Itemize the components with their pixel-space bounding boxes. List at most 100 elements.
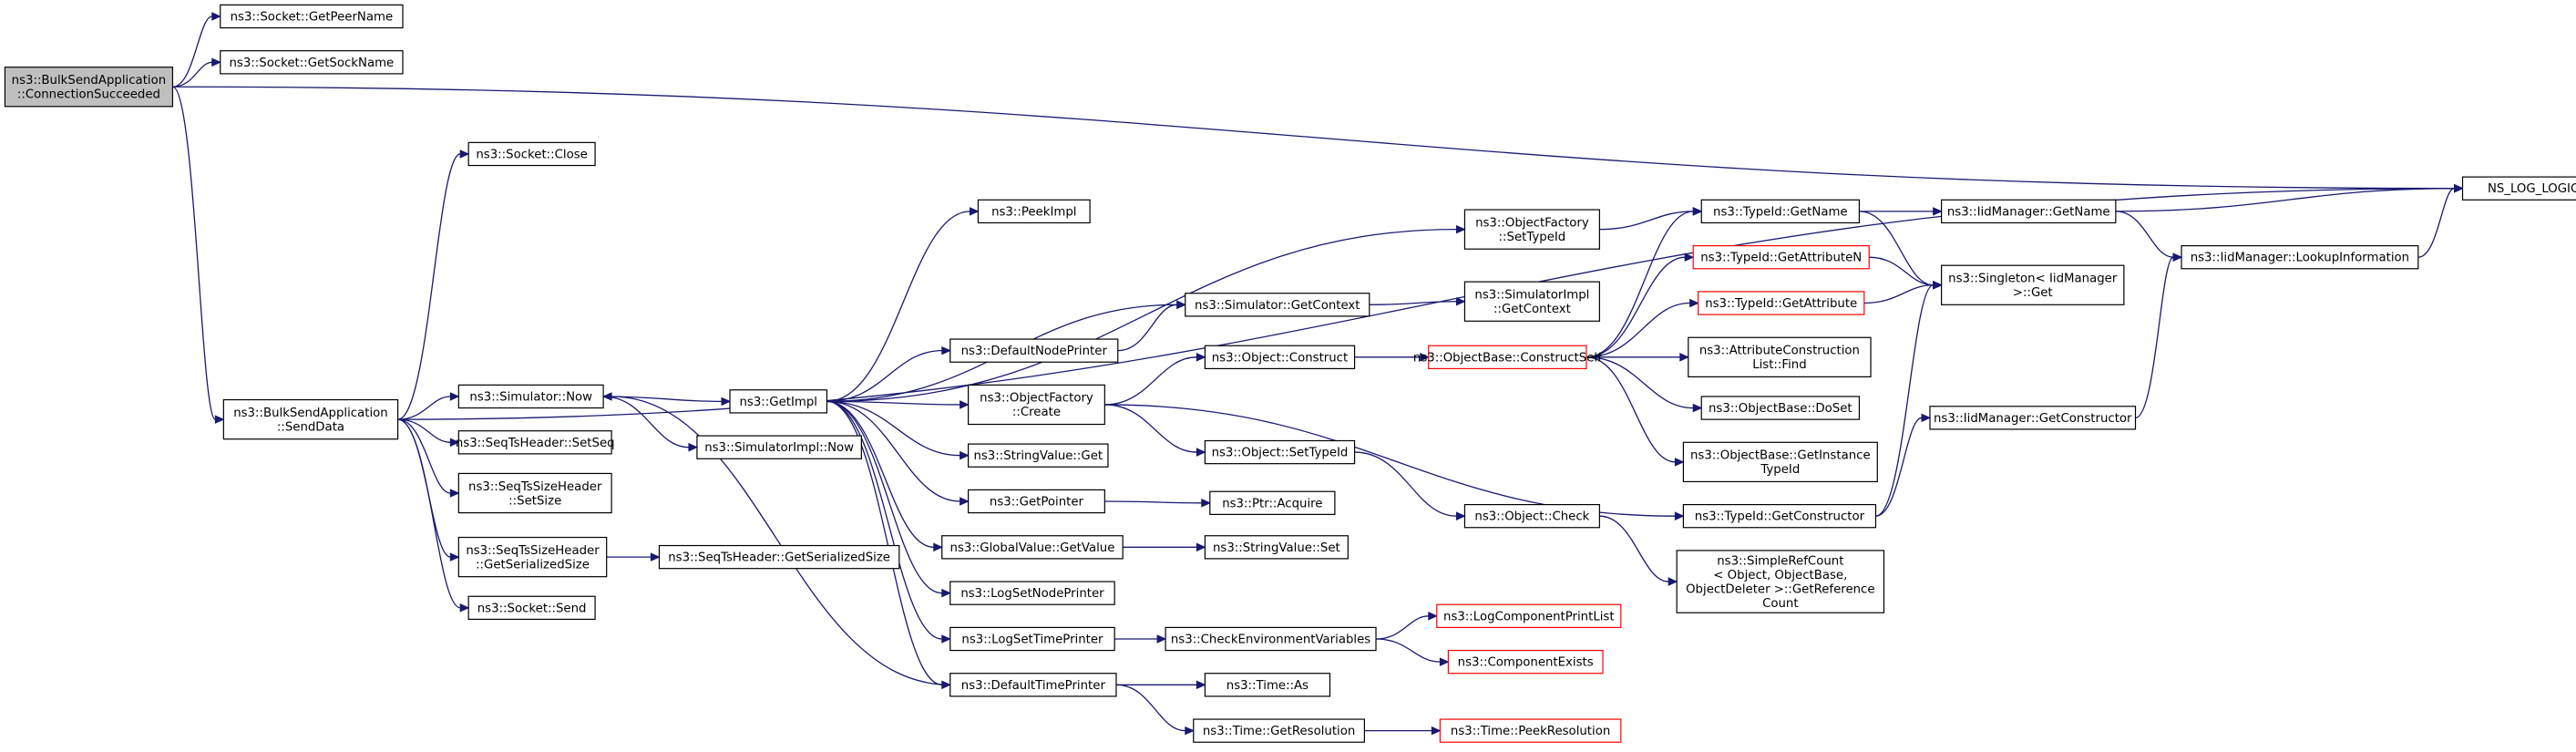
function-node-strvalset[interactable]: ns3::StringValue::Set xyxy=(1204,535,1349,560)
node-label-line: ns3::IidManager::LookupInformation xyxy=(2191,252,2409,265)
edge-senddata-to-setseq xyxy=(397,418,460,448)
function-node-seqtsgetser[interactable]: ns3::SeqTsHeader::GetSerializedSize xyxy=(658,544,900,570)
node-label-line: ns3::Socket::GetSockName xyxy=(229,57,394,70)
arrowhead xyxy=(960,400,970,409)
arrowhead xyxy=(941,634,951,644)
node-box xyxy=(457,430,612,455)
node-box xyxy=(949,581,1115,605)
arrowhead xyxy=(1196,680,1206,690)
edge-line xyxy=(397,418,451,443)
function-node-senddata[interactable]: ns3::BulkSendApplication::SendData xyxy=(222,398,399,440)
function-node-constructself[interactable]: ns3::ObjectBase::ConstructSelf xyxy=(1413,345,1602,370)
function-node-root: ns3::BulkSendApplication::ConnectionSucc… xyxy=(4,67,174,108)
arrowhead xyxy=(1439,657,1450,666)
function-node-typeidgetattr[interactable]: ns3::TypeId::GetAttribute xyxy=(1698,291,1865,315)
edge-typeidgetctor-to-iidgetctor xyxy=(1875,413,1932,517)
function-node-objconstruct[interactable]: ns3::Object::Construct xyxy=(1204,345,1356,370)
function-node-ptracquire[interactable]: ns3::Ptr::Acquire xyxy=(1209,490,1336,515)
node-box xyxy=(696,435,862,459)
arrowhead xyxy=(941,588,951,598)
node-box xyxy=(968,443,1109,468)
arrowhead xyxy=(941,345,951,355)
node-box xyxy=(1700,199,1861,224)
function-node-simimplnow[interactable]: ns3::SimulatorImpl::Now xyxy=(696,435,862,459)
function-node-logcomplist[interactable]: ns3::LogComponentPrintList xyxy=(1436,603,1622,628)
function-node-setseq[interactable]: ns3::SeqTsHeader::SetSeq xyxy=(456,430,615,455)
function-node-simnow[interactable]: ns3::Simulator::Now xyxy=(457,384,604,409)
node-box xyxy=(729,389,828,414)
function-node-setsize[interactable]: ns3::SeqTsSizeHeader::SetSize xyxy=(457,472,612,514)
function-node-getimpl[interactable]: ns3::GetImpl xyxy=(729,389,828,414)
edge-line xyxy=(1104,500,1202,504)
function-node-strvalget[interactable]: ns3::StringValue::Get xyxy=(968,443,1109,468)
function-node-nslog[interactable]: NS_LOG_LOGIC xyxy=(2461,176,2576,201)
function-node-singletonget[interactable]: ns3::Singleton< IidManager>::Get xyxy=(1941,264,2125,305)
node-box xyxy=(467,595,596,621)
function-node-typeidgetattrn[interactable]: ns3::TypeId::GetAttributeN xyxy=(1692,245,1870,270)
node-box xyxy=(1698,291,1865,315)
function-node-objbasedoset[interactable]: ns3::ObjectBase::DoSet xyxy=(1700,396,1861,420)
edge-senddata-to-sockclose xyxy=(397,149,470,420)
function-node-simplerefcount[interactable]: ns3::SimpleRefCount< Object, ObjectBase,… xyxy=(1676,550,1885,613)
node-label-line: ns3::AttributeConstruction xyxy=(1699,345,1860,358)
arrowhead xyxy=(601,392,612,401)
node-box xyxy=(949,626,1115,652)
edge-line xyxy=(826,400,960,457)
node-box xyxy=(1941,199,2117,224)
function-node-iidgetctor[interactable]: ns3::IidManager::GetConstructor xyxy=(1929,406,2137,430)
node-box xyxy=(467,141,596,167)
arrowhead xyxy=(1431,726,1442,736)
node-label-line: ::Create xyxy=(1012,406,1061,419)
function-node-objcheck[interactable]: ns3::Object::Check xyxy=(1463,503,1600,529)
node-box xyxy=(1185,293,1370,317)
node-label-line: ns3::Time::PeekResolution xyxy=(1451,725,1610,738)
edge-line xyxy=(826,400,934,548)
function-node-getpeername[interactable]: ns3::Socket::GetPeerName xyxy=(220,4,404,29)
node-label-line: ns3::SeqTsHeader::GetSerializedSize xyxy=(668,551,890,565)
edge-line xyxy=(397,396,451,420)
function-node-peekimpl[interactable]: ns3::PeekImpl xyxy=(977,199,1091,224)
edge-constructself-to-objbasedoset xyxy=(1586,356,1703,413)
function-node-objsettypeid[interactable]: ns3::Object::SetTypeId xyxy=(1204,439,1356,465)
function-node-defnodeprinter[interactable]: ns3::DefaultNodePrinter xyxy=(949,338,1119,363)
edge-senddata-to-socksend xyxy=(397,418,470,613)
arrowhead xyxy=(960,497,970,506)
function-node-simimplgetctx[interactable]: ns3::SimulatorImpl::GetContext xyxy=(1463,281,1600,322)
node-label-line: ns3::DefaultTimePrinter xyxy=(961,679,1106,693)
function-node-sockclose[interactable]: ns3::Socket::Close xyxy=(467,141,596,167)
function-node-deftimeprinter[interactable]: ns3::DefaultTimePrinter xyxy=(949,673,1117,697)
function-node-globalvalget[interactable]: ns3::GlobalValue::GetValue xyxy=(941,535,1124,560)
edge-getimpl-to-peekimpl xyxy=(826,207,980,403)
function-node-logsetnode[interactable]: ns3::LogSetNodePrinter xyxy=(949,581,1115,605)
function-node-timeas[interactable]: ns3::Time::As xyxy=(1204,673,1331,697)
edge-getsersize-to-seqtsgetser xyxy=(606,552,661,561)
edge-logsettime-to-checkenv xyxy=(1114,634,1167,644)
function-node-logsettime[interactable]: ns3::LogSetTimePrinter xyxy=(949,626,1115,652)
arrowhead xyxy=(2454,183,2464,193)
function-node-getsockname[interactable]: ns3::Socket::GetSockName xyxy=(220,50,404,75)
function-node-typeidgetname[interactable]: ns3::TypeId::GetName xyxy=(1700,199,1861,224)
function-node-getpointer[interactable]: ns3::GetPointer xyxy=(968,489,1105,514)
edge-constructself-to-typeidgetname xyxy=(1586,207,1703,358)
function-node-iidgetname[interactable]: ns3::IidManager::GetName xyxy=(1941,199,2117,224)
node-box xyxy=(457,384,604,409)
edge-line xyxy=(2115,211,2174,258)
function-node-simgetctx[interactable]: ns3::Simulator::GetContext xyxy=(1185,293,1370,317)
function-node-objfactsettype[interactable]: ns3::ObjectFactory::SetTypeId xyxy=(1463,209,1600,250)
function-node-typeidgetctor[interactable]: ns3::TypeId::GetConstructor xyxy=(1682,503,1877,529)
function-node-timepeekres[interactable]: ns3::Time::PeekResolution xyxy=(1439,718,1622,743)
function-node-iidlookup[interactable]: ns3::IidManager::LookupInformation xyxy=(2181,245,2419,270)
function-node-timegetres[interactable]: ns3::Time::GetResolution xyxy=(1193,718,1365,743)
arrowhead xyxy=(459,603,470,613)
arrowhead xyxy=(1176,300,1186,310)
function-node-compexists[interactable]: ns3::ComponentExists xyxy=(1447,649,1604,675)
function-node-getsersize[interactable]: ns3::SeqTsSizeHeader::GetSerializedSize xyxy=(457,536,608,578)
function-node-objfactcreate[interactable]: ns3::ObjectFactory::Create xyxy=(968,384,1105,426)
arrowhead xyxy=(459,149,470,159)
function-node-socksend[interactable]: ns3::Socket::Send xyxy=(467,595,596,621)
arrowhead xyxy=(449,552,460,561)
edge-getimpl-to-defnodeprinter xyxy=(826,345,951,403)
function-node-checkenv[interactable]: ns3::CheckEnvironmentVariables xyxy=(1165,626,1377,652)
